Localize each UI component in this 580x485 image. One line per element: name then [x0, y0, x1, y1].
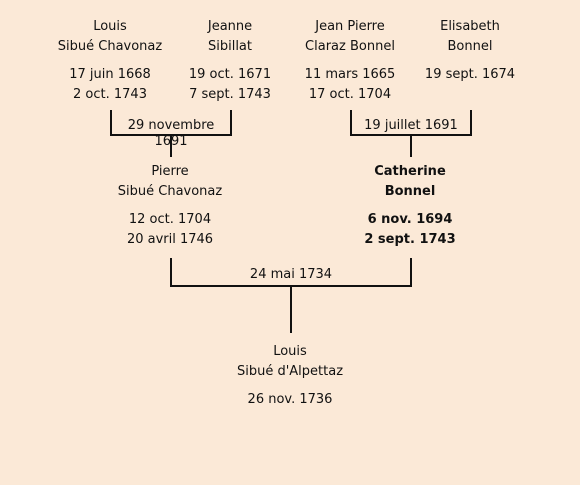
- death-date: 2 oct. 1743: [73, 87, 147, 102]
- connector-line: [230, 110, 232, 136]
- person-first-name: Pierre: [151, 164, 189, 179]
- death-date: 20 avril 1746: [126, 232, 214, 247]
- birth-date: 19 sept. 1674: [424, 67, 516, 82]
- person-last-name: Sibué d'Alpettaz: [236, 364, 344, 379]
- person-dates: 12 oct. 1704 20 avril 1746: [100, 210, 240, 250]
- connector-line: [350, 110, 352, 136]
- death-date: 7 sept. 1743: [189, 87, 271, 102]
- marriage-date: 29 novembre 1691: [127, 118, 215, 149]
- person-dates: 11 mars 1665 17 oct. 1704: [290, 65, 410, 105]
- death-date: 17 oct. 1704: [308, 87, 392, 102]
- connector-line: [170, 135, 172, 157]
- person-first-name: Catherine: [374, 164, 446, 179]
- person-dates: 17 juin 1668 2 oct. 1743: [50, 65, 170, 105]
- person-louis-sibue-dalpettaz[interactable]: Louis Sibué d'Alpettaz 26 nov. 1736: [210, 342, 370, 410]
- birth-date: 26 nov. 1736: [247, 392, 333, 407]
- birth-date: 19 oct. 1671: [188, 67, 272, 82]
- person-first-name: Jeanne: [207, 19, 253, 34]
- person-first-name: Louis: [273, 344, 307, 359]
- connector-line: [410, 258, 412, 287]
- connector-line: [170, 258, 172, 287]
- connector-line: [290, 286, 292, 333]
- birth-date: 12 oct. 1704: [128, 212, 212, 227]
- person-last-name: Bonnel: [447, 39, 493, 54]
- person-jean-pierre-claraz-bonnel[interactable]: Jean Pierre Claraz Bonnel 11 mars 1665 1…: [290, 17, 410, 105]
- person-last-name: Claraz Bonnel: [305, 39, 395, 54]
- marriage-date: 24 mai 1734: [249, 267, 333, 282]
- connector-line: [110, 110, 112, 136]
- person-last-name: Bonnel: [384, 184, 436, 199]
- person-dates: 19 sept. 1674: [410, 65, 530, 85]
- person-first-name: Elisabeth: [440, 19, 500, 34]
- person-catherine-bonnel[interactable]: Catherine Bonnel 6 nov. 1694 2 sept. 174…: [340, 162, 480, 250]
- person-pierre-sibue-chavonaz[interactable]: Pierre Sibué Chavonaz 12 oct. 1704 20 av…: [100, 162, 240, 250]
- connector-line: [410, 135, 412, 157]
- birth-date: 17 juin 1668: [69, 67, 151, 82]
- person-last-name: Sibué Chavonaz: [117, 184, 223, 199]
- marriage-date: 19 juillet 1691: [364, 118, 458, 133]
- birth-date: 11 mars 1665: [304, 67, 396, 82]
- person-last-name: Sibillat: [207, 39, 252, 54]
- person-dates: 19 oct. 1671 7 sept. 1743: [170, 65, 290, 105]
- person-jeanne-sibillat[interactable]: Jeanne Sibillat 19 oct. 1671 7 sept. 174…: [170, 17, 290, 105]
- birth-date: 6 nov. 1694: [367, 212, 453, 227]
- person-first-name: Louis: [93, 19, 127, 34]
- person-last-name: Sibué Chavonaz: [57, 39, 163, 54]
- person-first-name: Jean Pierre: [315, 19, 385, 34]
- person-dates: 6 nov. 1694 2 sept. 1743: [340, 210, 480, 250]
- person-dates: 26 nov. 1736: [210, 390, 370, 410]
- person-louis-sibue-chavonaz[interactable]: Louis Sibué Chavonaz 17 juin 1668 2 oct.…: [50, 17, 170, 105]
- person-elisabeth-bonnel[interactable]: Elisabeth Bonnel 19 sept. 1674: [410, 17, 530, 85]
- death-date: 2 sept. 1743: [364, 232, 456, 247]
- connector-line: [470, 110, 472, 136]
